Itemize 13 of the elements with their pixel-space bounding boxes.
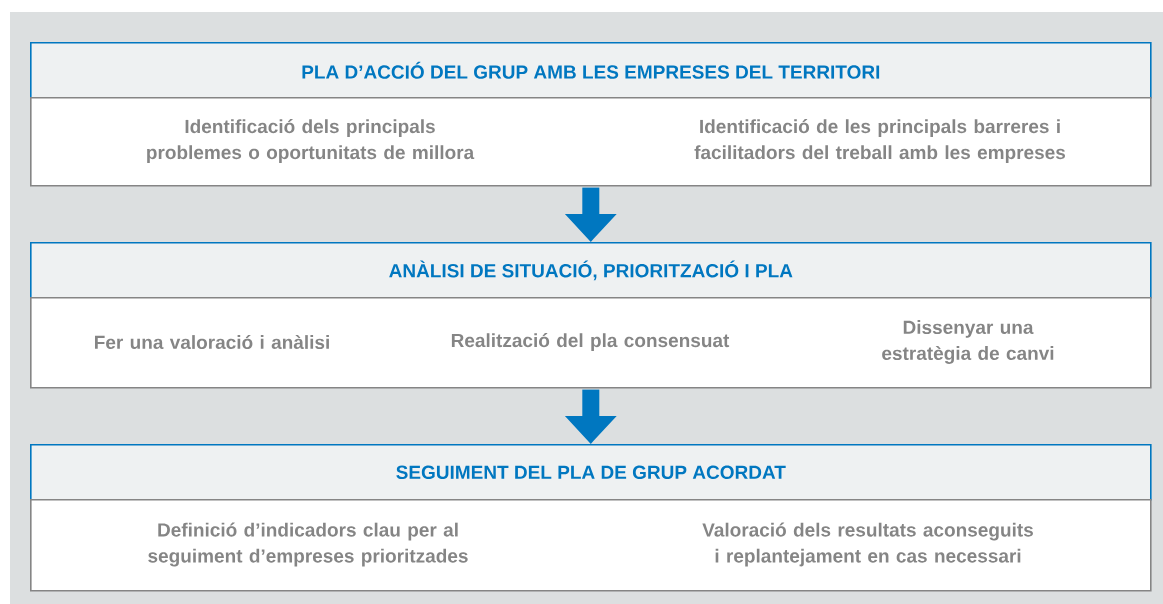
- header-band: PLA D’ACCIÓ DEL GRUP AMB LES EMPRESES DEL TERRITORI: [30, 42, 1152, 99]
- content-box: [30, 97, 1152, 187]
- step-text: Definició d’indicadors clau per al seguiment d’empreses prioritzades: [148, 522, 468, 567]
- step-text: Identificació de les principals barreres i facilitadors del treball amb les empreses: [694, 119, 1066, 163]
- header-band: ANÀLISI DE SITUACIÓ, PRIORITZACIÓ I PLA: [30, 242, 1152, 299]
- step-text: Valoració dels resultats aconseguits i replantejament en cas necessari: [702, 522, 1033, 567]
- step-text: Dissenyar una estratègia de canvi: [882, 320, 1054, 364]
- step-text: Realització del pla consensuat: [451, 333, 730, 351]
- header-band: SEGUIMENT DEL PLA DE GRUP ACORDAT: [30, 444, 1152, 501]
- content-box: [30, 297, 1152, 389]
- step-text: Identificació dels principals problemes o oportunitats de millora: [147, 119, 475, 163]
- content-box: [30, 499, 1152, 592]
- step-text: Fer una valoració i anàlisi: [95, 334, 329, 350]
